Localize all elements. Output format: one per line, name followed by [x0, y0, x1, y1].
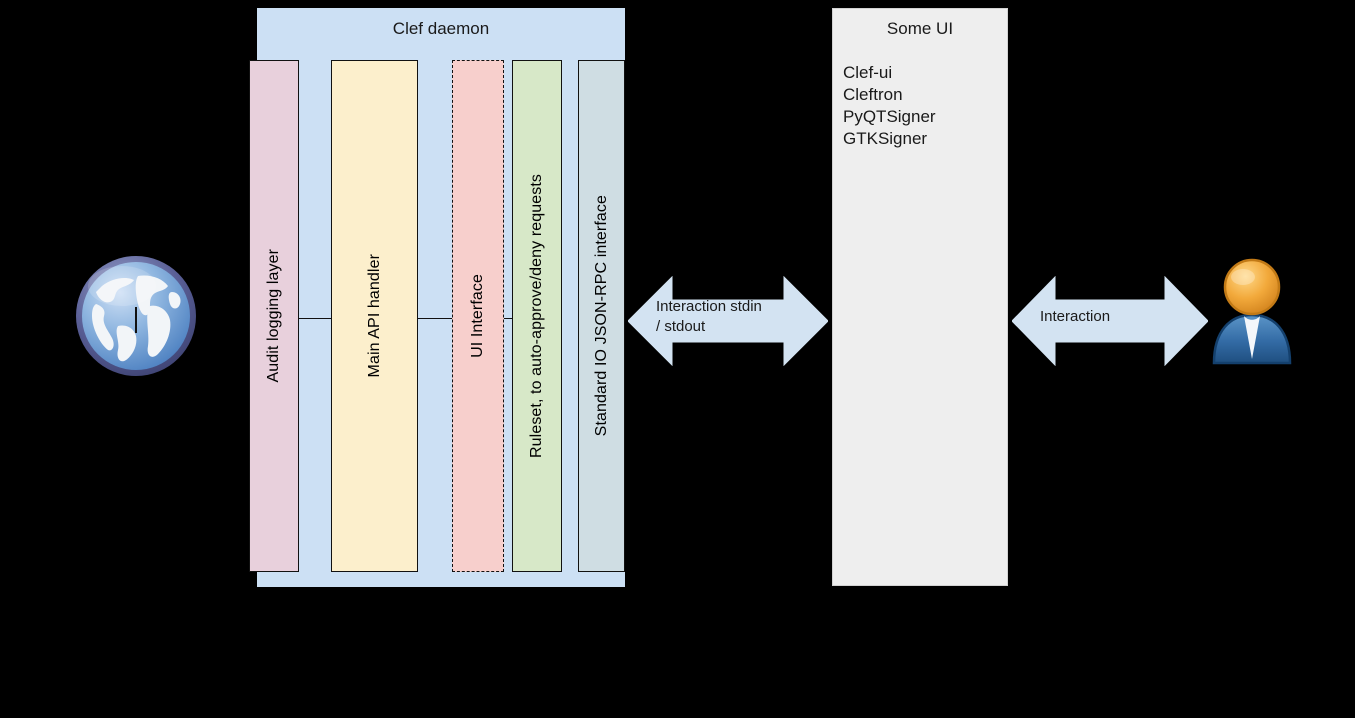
some-ui-title: Some UI — [886, 19, 954, 38]
connector-line-ui-ruleset — [503, 318, 513, 319]
component-label: Main API handler — [365, 254, 383, 378]
connector-line-audit-api — [298, 318, 332, 319]
some-ui-list: Clef-ui Cleftron PyQTSigner GTKSigner — [843, 62, 1003, 150]
component-ruleset[interactable]: Ruleset, to auto-approve/deny requests — [512, 60, 562, 572]
component-main-api-handler[interactable]: Main API handler — [331, 60, 418, 572]
user-icon — [1204, 255, 1300, 365]
arrow-daemon-to-ui — [627, 275, 829, 367]
component-label: Ruleset, to auto-approve/deny requests — [528, 174, 545, 458]
list-item[interactable]: PyQTSigner — [843, 107, 936, 126]
list-item[interactable]: GTKSigner — [843, 129, 928, 148]
clef-daemon-title: Clef daemon — [392, 19, 490, 38]
component-ui-interface[interactable]: UI Interface — [452, 60, 504, 572]
list-item[interactable]: Cleftron — [843, 85, 903, 104]
clef-daemon-container — [257, 8, 625, 587]
connector-line-api-ui — [417, 318, 453, 319]
globe-icon — [72, 252, 200, 380]
component-label: UI Interface — [469, 274, 486, 358]
component-audit-logging-layer[interactable]: Audit logging layer — [249, 60, 299, 572]
component-standard-io-jsonrpc-interface[interactable]: Standard IO JSON-RPC interface — [578, 60, 625, 572]
some-ui-container — [832, 8, 1008, 586]
list-item[interactable]: Clef-ui — [843, 63, 893, 82]
component-label: Audit logging layer — [265, 249, 282, 383]
arrow-ui-to-user — [1011, 275, 1209, 367]
component-label: Standard IO JSON-RPC interface — [592, 195, 610, 437]
